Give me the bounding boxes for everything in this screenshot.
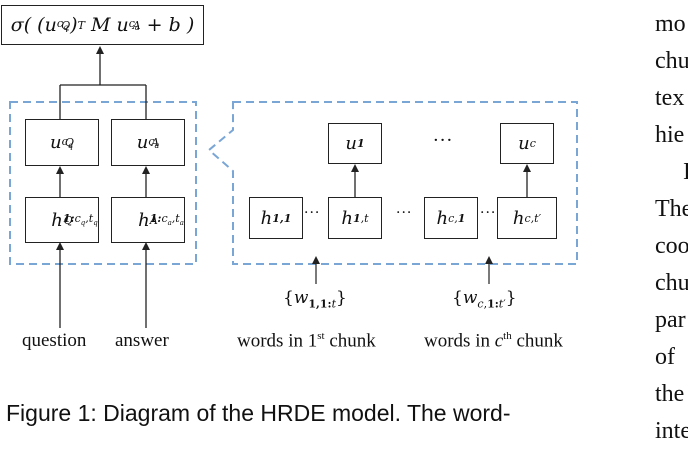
context-encoder-box — [9, 101, 197, 265]
diagram-lines — [9, 46, 578, 328]
right-column-text: mo chu tex hie I The coo chu par of the … — [655, 6, 688, 450]
answer-label: answer — [115, 330, 169, 351]
right-col-line: of — [655, 344, 675, 370]
hidden-ellipsis-1: ··· — [304, 205, 321, 221]
word-set-c-chunk: {wc,1:t′} — [452, 288, 517, 311]
chunk-encoder-box — [207, 101, 578, 265]
hidden-ellipsis-3: ··· — [480, 205, 497, 221]
right-col-line: hie — [655, 122, 685, 148]
words-first-chunk-text: words in 1 — [237, 330, 318, 352]
right-col-line: coo — [655, 233, 688, 259]
right-col-line: the — [655, 381, 685, 407]
right-col-line: inte — [655, 418, 688, 444]
right-col-line: chu — [655, 270, 688, 296]
right-col-line: The — [655, 196, 688, 222]
word-set-first-chunk: {w1,1:t} — [283, 288, 347, 311]
right-col-line: chu — [655, 48, 688, 74]
hidden-ellipsis-2: ··· — [396, 205, 413, 221]
right-col-line: mo — [655, 11, 686, 37]
words-c-chunk-sup: th — [503, 330, 512, 342]
question-label: question — [22, 330, 87, 351]
words-first-chunk-label: words in 1st chunk — [237, 330, 376, 352]
words-c-chunk-var: c — [494, 330, 504, 352]
chunk-vector-ellipsis: ··· — [433, 130, 454, 151]
figure-caption: Figure 1: Diagram of the HRDE model. The… — [6, 400, 511, 426]
words-first-chunk-sup: st — [317, 330, 325, 342]
right-col-line: par — [655, 307, 686, 333]
words-first-chunk-tail: chunk — [324, 330, 376, 352]
right-col-line: tex — [655, 85, 685, 111]
words-c-chunk-label: words in cth chunk — [424, 330, 563, 352]
right-col-line: I — [683, 159, 688, 185]
words-c-chunk-tail: chunk — [511, 330, 563, 352]
words-c-chunk-text: words in — [424, 330, 495, 352]
